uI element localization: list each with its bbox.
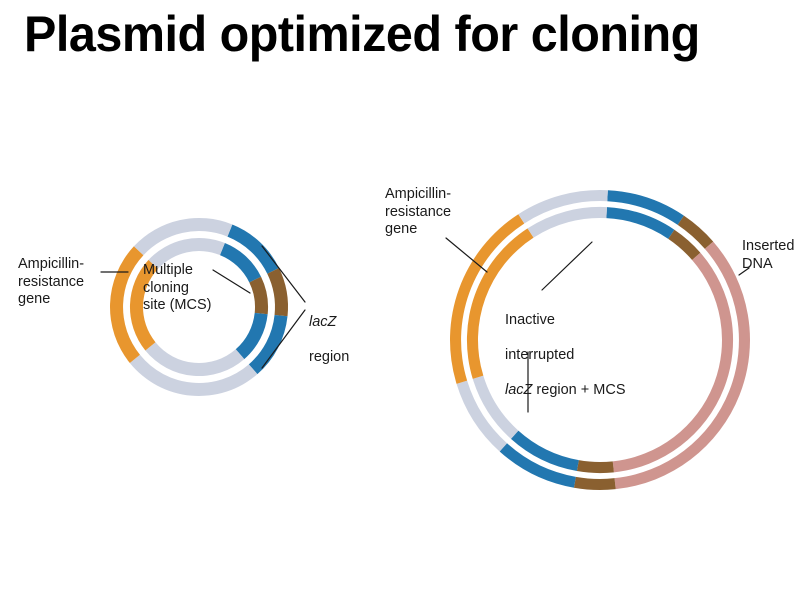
- right-leader-lines: [445, 237, 750, 413]
- segment-mcs-brown-upper-inner-strand: [668, 229, 701, 260]
- segment-lacz-blue-upper-outer-strand: [227, 224, 279, 274]
- segment-backbone-upper-outer-strand: [518, 190, 608, 224]
- segment-inserted-dna-inner-strand: [612, 252, 734, 473]
- segment-ampicillin-gene-inner-strand: [466, 228, 534, 379]
- label-ampicillin-resistance-gene-left: Ampicillin- resistance gene: [18, 256, 85, 308]
- segment-backbone-upper-outer-strand: [133, 218, 233, 256]
- segment-lacz-blue-lower-inner-strand: [235, 312, 268, 360]
- label-inactive-lacz-italic: lacZ: [505, 382, 533, 399]
- segment-mcs-brown-inner-strand: [249, 276, 269, 315]
- label-multiple-cloning-site: Multiple cloning site (MCS): [143, 262, 212, 314]
- segment-backbone-upper-inner-strand: [148, 237, 225, 269]
- leader-mcs-left: [212, 269, 251, 294]
- segment-lacz-blue-lower-inner-strand: [510, 430, 579, 472]
- segment-mcs-brown-lower-inner-strand: [576, 460, 614, 474]
- label-inactive-line2: interrupted: [505, 347, 575, 364]
- segment-lacz-blue-lower-outer-strand: [248, 314, 288, 375]
- label-inactive-line1: Inactive: [505, 311, 555, 328]
- segment-lacz-blue-lower-outer-strand: [499, 443, 576, 488]
- leader-inactive-upper: [541, 241, 593, 291]
- segment-ampicillin-gene-outer-strand: [450, 214, 525, 384]
- leader-inserted-dna: [738, 267, 750, 276]
- segment-backbone-upper-inner-strand: [527, 206, 607, 238]
- leader-ampicillin-right: [445, 237, 488, 273]
- segment-lacz-blue-upper-inner-strand: [606, 207, 675, 239]
- segment-mcs-brown-outer-strand: [267, 267, 288, 317]
- segment-mcs-brown-upper-outer-strand: [677, 215, 714, 249]
- label-lacz-region: lacZ region: [309, 296, 389, 367]
- label-lacz-region-word: region: [309, 349, 350, 366]
- right-plasmid-ring: [450, 190, 750, 490]
- leader-lacz-left-lower: [261, 309, 306, 369]
- segment-backbone-lower-inner-strand: [472, 375, 519, 439]
- label-ampicillin-resistance-gene-right: Ampicillin- resistance gene: [385, 186, 452, 238]
- left-plasmid-ring: [110, 218, 288, 396]
- segment-lacz-blue-upper-inner-strand: [219, 242, 262, 283]
- segment-ampicillin-gene-inner-strand: [129, 259, 159, 351]
- segment-backbone-lower-outer-strand: [129, 354, 258, 396]
- label-lacz-italic: lacZ: [309, 313, 337, 330]
- segment-mcs-brown-lower-outer-strand: [573, 476, 616, 490]
- segment-lacz-blue-upper-outer-strand: [607, 190, 684, 225]
- label-inactive-region-mcs: region + MCS: [532, 382, 626, 399]
- segment-ampicillin-gene-outer-strand: [110, 246, 144, 364]
- segment-backbone-lower-inner-strand: [145, 342, 245, 377]
- label-inactive-interrupted-lacz: Inactive interrupted lacZ region + MCS: [505, 294, 665, 400]
- label-inserted-dna: Inserted DNA: [742, 238, 795, 272]
- left-leader-lines: [100, 245, 306, 369]
- page-title: Plasmid optimized for cloning: [24, 6, 700, 62]
- segment-backbone-lower-outer-strand: [456, 380, 508, 452]
- segment-inserted-dna-outer-strand: [614, 241, 750, 490]
- leader-lacz-left-upper: [261, 245, 306, 303]
